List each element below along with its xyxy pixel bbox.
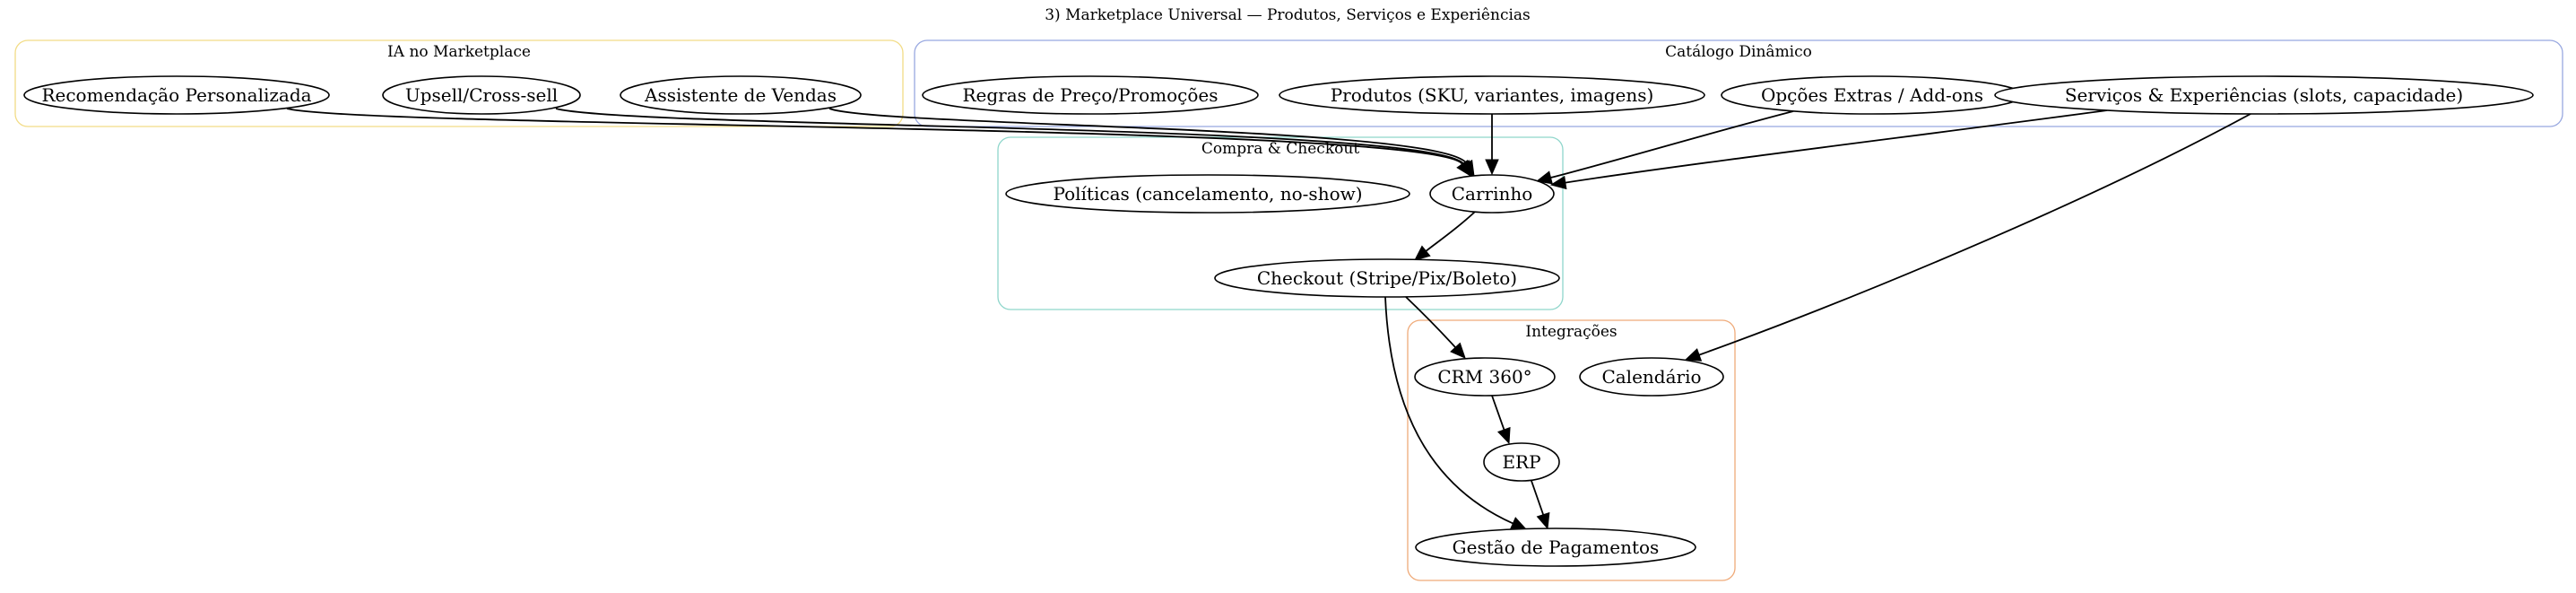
- nodes-layer: Recomendação Personalizada Upsell/Cross-s…: [23, 75, 2534, 567]
- node-calendario[interactable]: Calendário: [1579, 357, 1724, 397]
- node-shape[interactable]: [1994, 75, 2534, 115]
- arrowhead: [1414, 245, 1431, 261]
- node-shape[interactable]: [620, 75, 862, 115]
- node-crm[interactable]: CRM 360°: [1414, 357, 1556, 397]
- node-regras[interactable]: Regras de Preço/Promoções: [922, 75, 1259, 115]
- node-shape[interactable]: [1005, 174, 1410, 214]
- arrowhead: [1535, 170, 1553, 185]
- cluster-label: Compra & Checkout: [1201, 140, 1359, 158]
- edge-servicos-calendario: [1684, 113, 2251, 362]
- edge-line: [1405, 296, 1456, 348]
- node-label: Assistente de Vendas: [644, 84, 837, 106]
- edge-line: [1491, 395, 1505, 431]
- arrowhead: [1450, 342, 1466, 359]
- arrowhead: [1684, 348, 1703, 362]
- node-politicas[interactable]: Políticas (cancelamento, no-show): [1005, 174, 1410, 214]
- arrowhead: [1497, 426, 1511, 445]
- node-label: Upsell/Cross-sell: [405, 84, 558, 106]
- node-label: CRM 360°: [1437, 366, 1531, 388]
- arrowhead: [1549, 175, 1567, 190]
- edges-layer: [286, 108, 2251, 530]
- node-erp[interactable]: ERP: [1483, 442, 1560, 482]
- edge-upsell-carrinho: [555, 108, 1473, 178]
- edge-rec-carrinho: [286, 108, 1471, 178]
- node-opcoes[interactable]: Opções Extras / Add-ons: [1721, 75, 2024, 115]
- node-shape[interactable]: [1214, 258, 1560, 298]
- node-produtos[interactable]: Produtos (SKU, variantes, imagens): [1279, 75, 1705, 115]
- cluster-box: [1407, 319, 1736, 581]
- node-shape[interactable]: [1279, 75, 1705, 115]
- edge-crm-erp: [1491, 395, 1511, 445]
- cluster-integracoes: Integrações: [1407, 319, 1736, 581]
- node-label: Serviços & Experiências (slots, capacida…: [2065, 84, 2463, 106]
- cluster-ia: IA no Marketplace: [14, 39, 904, 127]
- cluster-label: Integrações: [1525, 323, 1617, 341]
- cluster-box: [14, 39, 904, 127]
- diagram-title: 3) Marketplace Universal — Produtos, Ser…: [1045, 6, 1531, 24]
- edge-line: [828, 108, 1468, 164]
- node-upsell[interactable]: Upsell/Cross-sell: [382, 75, 581, 115]
- edge-produtos-carrinho: [1485, 113, 1499, 176]
- edge-assist-carrinho: [828, 108, 1475, 178]
- edge-checkout-crm: [1405, 296, 1466, 359]
- node-carrinho[interactable]: Carrinho: [1429, 174, 1555, 214]
- node-shape[interactable]: [1414, 357, 1556, 397]
- arrowhead: [1509, 517, 1528, 530]
- node-shape[interactable]: [23, 75, 330, 115]
- node-shape[interactable]: [1579, 357, 1724, 397]
- node-label: Produtos (SKU, variantes, imagens): [1331, 84, 1654, 106]
- node-assist[interactable]: Assistente de Vendas: [620, 75, 862, 115]
- node-shape[interactable]: [1415, 528, 1696, 567]
- edge-line: [1698, 113, 2251, 356]
- node-label: Recomendação Personalizada: [41, 84, 311, 106]
- arrowhead: [1460, 159, 1475, 178]
- cluster-label: Catálogo Dinâmico: [1665, 43, 1812, 61]
- node-shape[interactable]: [922, 75, 1259, 115]
- edge-line: [555, 108, 1465, 165]
- node-servicos[interactable]: Serviços & Experiências (slots, capacida…: [1994, 75, 2534, 115]
- node-label: Checkout (Stripe/Pix/Boleto): [1257, 267, 1517, 289]
- node-label: Calendário: [1601, 366, 1701, 388]
- edge-erp-pagamentos: [1531, 480, 1550, 530]
- edge-servicos-carrinho: [1549, 109, 2108, 190]
- node-label: Políticas (cancelamento, no-show): [1053, 183, 1362, 205]
- cluster-box: [997, 136, 1564, 310]
- node-label: Carrinho: [1452, 183, 1533, 205]
- node-rec[interactable]: Recomendação Personalizada: [23, 75, 330, 115]
- edge-line: [1531, 480, 1545, 516]
- node-label: Opções Extras / Add-ons: [1761, 84, 1983, 106]
- cluster-compra: Compra & Checkout: [997, 136, 1564, 310]
- node-shape[interactable]: [1429, 174, 1555, 214]
- edge-carrinho-checkout: [1414, 211, 1476, 261]
- cluster-label: IA no Marketplace: [387, 43, 531, 61]
- edge-line: [1384, 296, 1514, 525]
- node-label: ERP: [1502, 451, 1540, 473]
- clusters-layer: IA no Marketplace Catálogo DinâmicoCompra…: [14, 39, 2563, 581]
- node-checkout[interactable]: Checkout (Stripe/Pix/Boleto): [1214, 258, 1560, 298]
- node-pagamentos[interactable]: Gestão de Pagamentos: [1415, 528, 1696, 567]
- edge-line: [286, 108, 1463, 165]
- edge-opcoes-carrinho: [1535, 110, 1794, 185]
- edge-checkout-pagamentos: [1384, 296, 1528, 530]
- edge-line: [1565, 109, 2108, 184]
- node-label: Regras de Preço/Promoções: [962, 84, 1218, 106]
- arrowhead: [1485, 159, 1499, 176]
- edge-line: [1425, 211, 1476, 252]
- arrowhead: [1536, 511, 1550, 530]
- edge-line: [1550, 110, 1794, 179]
- node-label: Gestão de Pagamentos: [1453, 536, 1660, 558]
- node-shape[interactable]: [382, 75, 581, 115]
- node-shape[interactable]: [1483, 442, 1560, 482]
